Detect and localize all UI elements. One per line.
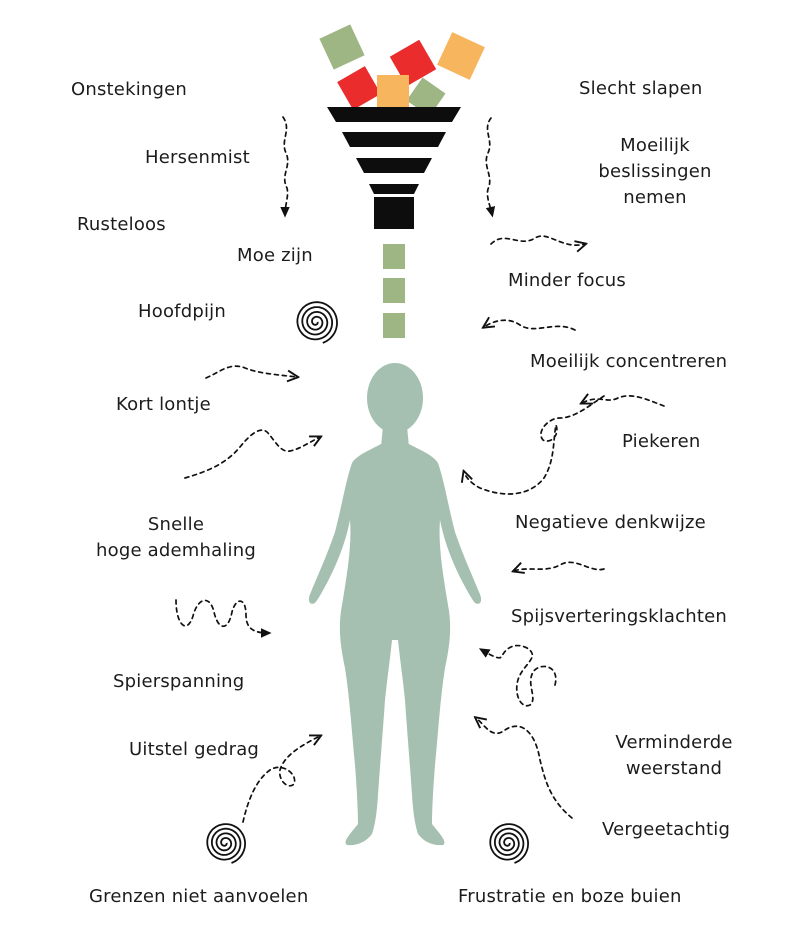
dashed-arrow-icon xyxy=(582,396,665,407)
label-line: Verminderde xyxy=(615,732,733,753)
label-line: hoge ademhaling xyxy=(96,540,256,561)
dashed-arrow-icon xyxy=(464,395,605,495)
label-vergeetachtig: Vergeetachtig xyxy=(602,819,731,840)
label-line: Snelle xyxy=(147,514,205,535)
red-block-2 xyxy=(337,66,381,110)
dashed-arrow-icon xyxy=(175,599,272,638)
label-hersenmist: Hersenmist xyxy=(145,147,250,168)
label-frustratie-en-boze-buien: Frustratie en boze buien xyxy=(458,886,682,907)
label-line: weerstand xyxy=(625,758,723,779)
label-piekeren: Piekeren xyxy=(622,431,701,452)
human-figure-icon xyxy=(308,363,482,846)
spiral-icon xyxy=(489,823,530,864)
dashed-arrow-icon xyxy=(280,116,290,218)
dashed-arrow-icon xyxy=(478,644,557,707)
output-block-1 xyxy=(383,244,405,269)
label-moe-zijn: Moe zijn xyxy=(237,245,313,266)
dashed-arrow-icon xyxy=(485,117,496,218)
label-verminderde-weerstand: Verminderde weerstand xyxy=(600,730,748,782)
dashed-arrow-icon xyxy=(514,561,605,571)
output-block-2 xyxy=(383,278,405,303)
dashed-arrow-icon xyxy=(484,320,576,331)
spiral-icon xyxy=(206,823,247,864)
label-grenzen-niet-aanvoelen: Grenzen niet aanvoelen xyxy=(89,886,309,907)
label-line: beslissingen xyxy=(598,161,712,182)
label-rusteloos: Rusteloos xyxy=(77,214,166,235)
dashed-arrow-icon xyxy=(490,235,585,245)
output-blocks xyxy=(383,244,405,338)
label-spierspanning: Spierspanning xyxy=(113,671,245,692)
orange-block-2 xyxy=(377,75,409,107)
label-hoofdpijn: Hoofdpijn xyxy=(138,301,226,322)
label-spijsverteringsklachten: Spijsverteringsklachten xyxy=(511,606,728,627)
label-moeilijk-beslissingen-nemen: Moeilijk beslissingen nemen xyxy=(576,133,734,211)
funnel-icon xyxy=(327,107,461,229)
label-kort-lontje: Kort lontje xyxy=(116,394,211,415)
label-line: Moeilijk xyxy=(620,135,690,156)
label-slecht-slapen: Slecht slapen xyxy=(579,78,703,99)
orange-block-1 xyxy=(437,32,485,80)
falling-blocks xyxy=(319,24,485,117)
green-block-2 xyxy=(406,77,446,117)
spiral-icon xyxy=(296,301,338,344)
dashed-arrow-icon xyxy=(205,365,297,378)
label-snelle-hoge-ademhaling: Snelle hoge ademhaling xyxy=(84,512,268,564)
dashed-arrow-icon xyxy=(184,429,320,479)
red-block-1 xyxy=(389,39,437,87)
output-block-3 xyxy=(383,313,405,338)
label-line: nemen xyxy=(623,187,687,208)
label-uitstel-gedrag: Uitstel gedrag xyxy=(129,739,260,760)
label-onstekingen: Onstekingen xyxy=(71,79,188,100)
green-block-1 xyxy=(319,24,365,70)
label-moeilijk-concentreren: Moeilijk concentreren xyxy=(530,351,728,372)
label-negatieve-denkwijze: Negatieve denkwijze xyxy=(515,512,706,533)
dashed-arrow-icon xyxy=(476,718,573,819)
label-minder-focus: Minder focus xyxy=(508,270,626,291)
dashed-arrow-icon xyxy=(242,736,320,823)
